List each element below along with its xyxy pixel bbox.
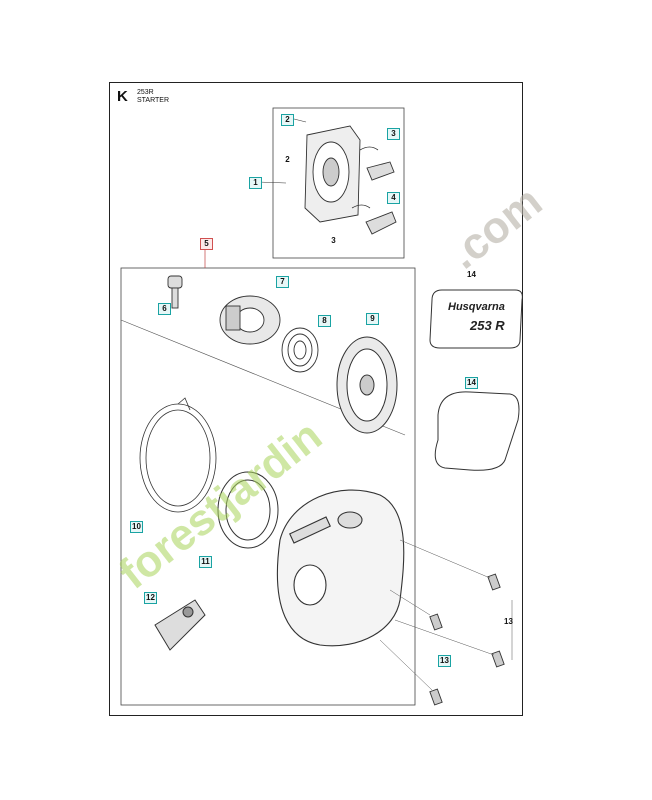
pulley-part [219,295,281,345]
spring-part [281,327,319,373]
title-label: STARTER [137,97,170,104]
starter-housing [276,489,405,647]
spring-upper [359,146,379,151]
spring-lower [351,204,371,209]
model-decal [429,289,523,349]
screw-part [167,275,183,309]
callout-12: 12 [144,592,157,604]
callout-11: 11 [199,556,212,568]
callout-2-boxed: 2 [281,114,294,126]
diagram-frame [109,82,523,716]
callout-14: 14 [467,270,476,279]
callout-5: 5 [200,238,213,250]
callout-8: 8 [318,315,331,327]
callout-7: 7 [276,276,289,288]
callout-6: 6 [158,303,171,315]
pawl-lower [365,211,397,235]
section-title: 253R STARTER [137,89,169,105]
callout-3-boxed: 3 [387,128,400,140]
housing-screws [429,573,505,706]
decal-brand: Husqvarna [448,301,505,313]
rope-drum-part [336,336,398,434]
callout-13: 13 [504,617,513,626]
section-letter: K [117,88,128,105]
model-label: 253R [137,89,154,96]
starter-group-box [120,267,416,706]
decal-backing [434,391,520,471]
starter-handle [154,599,206,651]
pulley-hub [304,125,361,223]
callout-9: 9 [366,313,379,325]
decal-model: 253 R [470,318,505,333]
callout-10: 10 [130,521,143,533]
callout-14-boxed: 14 [465,377,478,389]
washer-part [217,471,279,549]
pawl-upper [366,161,395,181]
callout-1: 1 [249,177,262,189]
starter-rope-part [139,397,217,513]
callout-2: 2 [285,155,290,164]
pawl-assembly-box [272,107,405,259]
callout-13-boxed: 13 [438,655,451,667]
callout-3: 3 [331,236,336,245]
callout-4: 4 [387,192,400,204]
